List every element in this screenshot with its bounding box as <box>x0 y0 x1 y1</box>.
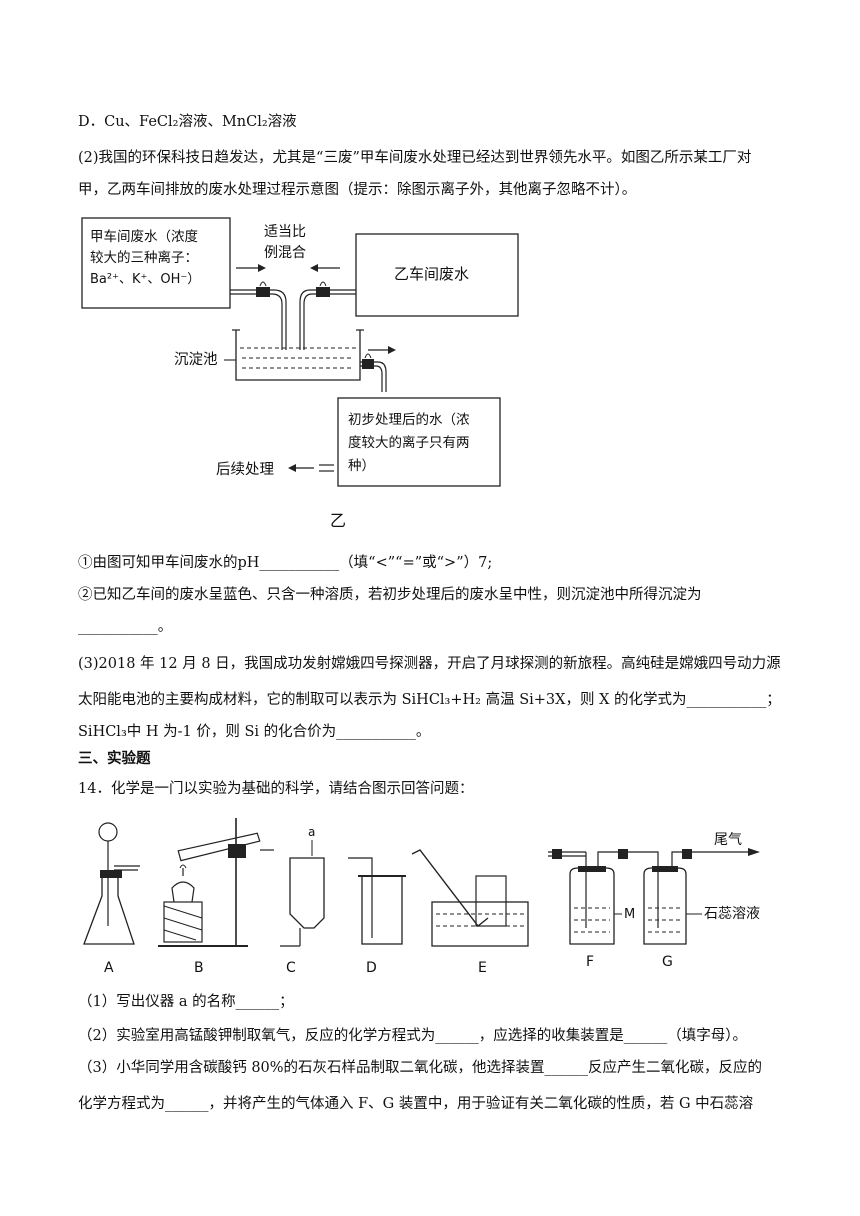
wastewater-diagram: 甲车间废水（浓度 较大的三种离子： Ba²⁺、K⁺、OH⁻） 适当比 例混合 乙… <box>81 217 519 530</box>
mix-label-1: 适当比 <box>264 224 306 240</box>
question-14-part-3-cont: 化学方程式为______，并将产生的气体通入 F、G 装置中，用于验证有关二氧化… <box>78 1096 754 1112</box>
question-2-part-2: ②已知乙车间的废水呈蓝色、只含一种溶质，若初步处理后的废水呈中性，则沉淀池中所得… <box>78 587 702 603</box>
follow-label: 后续处理 <box>216 461 274 478</box>
apparatus-e: E <box>411 849 529 976</box>
apparatus-a: A <box>83 822 140 976</box>
question-3-line-3: SiHCl₃中 H 为-1 价，则 Si 的化合价为___________。 <box>78 724 431 740</box>
box-output <box>337 397 501 487</box>
diagram-caption: 乙 <box>330 511 346 530</box>
label-d: D <box>366 960 377 976</box>
box-jia-text-2: 较大的三种离子： <box>90 249 198 266</box>
label-b: B <box>194 960 204 976</box>
label-small-a: a <box>308 825 315 839</box>
section-heading: 三、实验题 <box>78 750 151 767</box>
valve-right <box>316 287 330 297</box>
box-jia <box>81 217 231 309</box>
question-3-line-1: (3)2018 年 12 月 8 日，我国成功发射嫦娥四号探测器，开启了月球探测… <box>78 656 781 672</box>
label-m: M <box>624 907 635 922</box>
box-jia-text-3: Ba²⁺、K⁺、OH⁻） <box>90 272 200 287</box>
label-g: G <box>662 954 673 970</box>
box-yi <box>355 233 519 317</box>
tail-gas-label: 尾气 <box>714 832 742 848</box>
box-out-text-3: 种） <box>348 458 375 474</box>
option-d: D．Cu、FeCl₂溶液、MnCl₂溶液 <box>78 114 297 130</box>
question-14-part-3: （3）小华同学用含碳酸钙 80%的石灰石样品制取二氧化碳，他选择装置______… <box>78 1060 763 1076</box>
box-yi-text: 乙车间废水 <box>394 265 469 283</box>
label-e: E <box>478 960 487 976</box>
label-c: C <box>286 960 296 976</box>
question-14-part-1: （1）写出仪器 a 的名称______； <box>78 994 294 1010</box>
question-14-part-2: （2）实验室用高锰酸钾制取氧气，反应的化学方程式为______，应选择的收集装置… <box>78 1028 747 1044</box>
tank-label: 沉淀池 <box>174 351 218 368</box>
apparatus-c: a C <box>280 825 325 976</box>
question-3-line-2: 太阳能电池的主要构成材料，它的制取可以表示为 SiHCl₃+H₂ 高温 Si+3… <box>78 692 781 708</box>
question-2-part-1: ①由图可知甲车间废水的pH___________（填“<”“=”或“>”）7; <box>78 555 493 571</box>
question-14-intro: 14．化学是一门以实验为基础的科学，请结合图示回答问题： <box>78 781 474 797</box>
valve-left <box>256 287 270 297</box>
box-jia-text-1: 甲车间废水（浓度 <box>90 228 198 245</box>
apparatus-diagram: A B a C D E <box>83 818 760 976</box>
question-2-intro: (2)我国的环保科技日趋发达，尤其是“三废”甲车间废水处理已经达到世界领先水平。… <box>78 150 752 166</box>
question-2-part-2-blank: ___________。 <box>78 619 173 635</box>
box-out-text-1: 初步处理后的水（浓 <box>348 411 470 428</box>
mix-label-2: 例混合 <box>264 245 306 261</box>
settling-tank <box>235 330 361 381</box>
apparatus-b: B <box>158 818 274 976</box>
apparatus-f: M F <box>548 849 659 970</box>
litmus-label: 石蕊溶液 <box>704 906 760 922</box>
apparatus-g: 尾气 石蕊溶液 G <box>643 832 760 970</box>
label-a-upper: A <box>104 960 114 976</box>
label-f: F <box>586 954 594 970</box>
question-2-intro-cont: 甲，乙两车间排放的废水处理过程示意图（提示：除图示离子外，其他离子忽略不计）。 <box>78 182 637 198</box>
box-out-text-2: 度较大的离子只有两 <box>348 434 470 451</box>
apparatus-d: D <box>348 857 406 976</box>
